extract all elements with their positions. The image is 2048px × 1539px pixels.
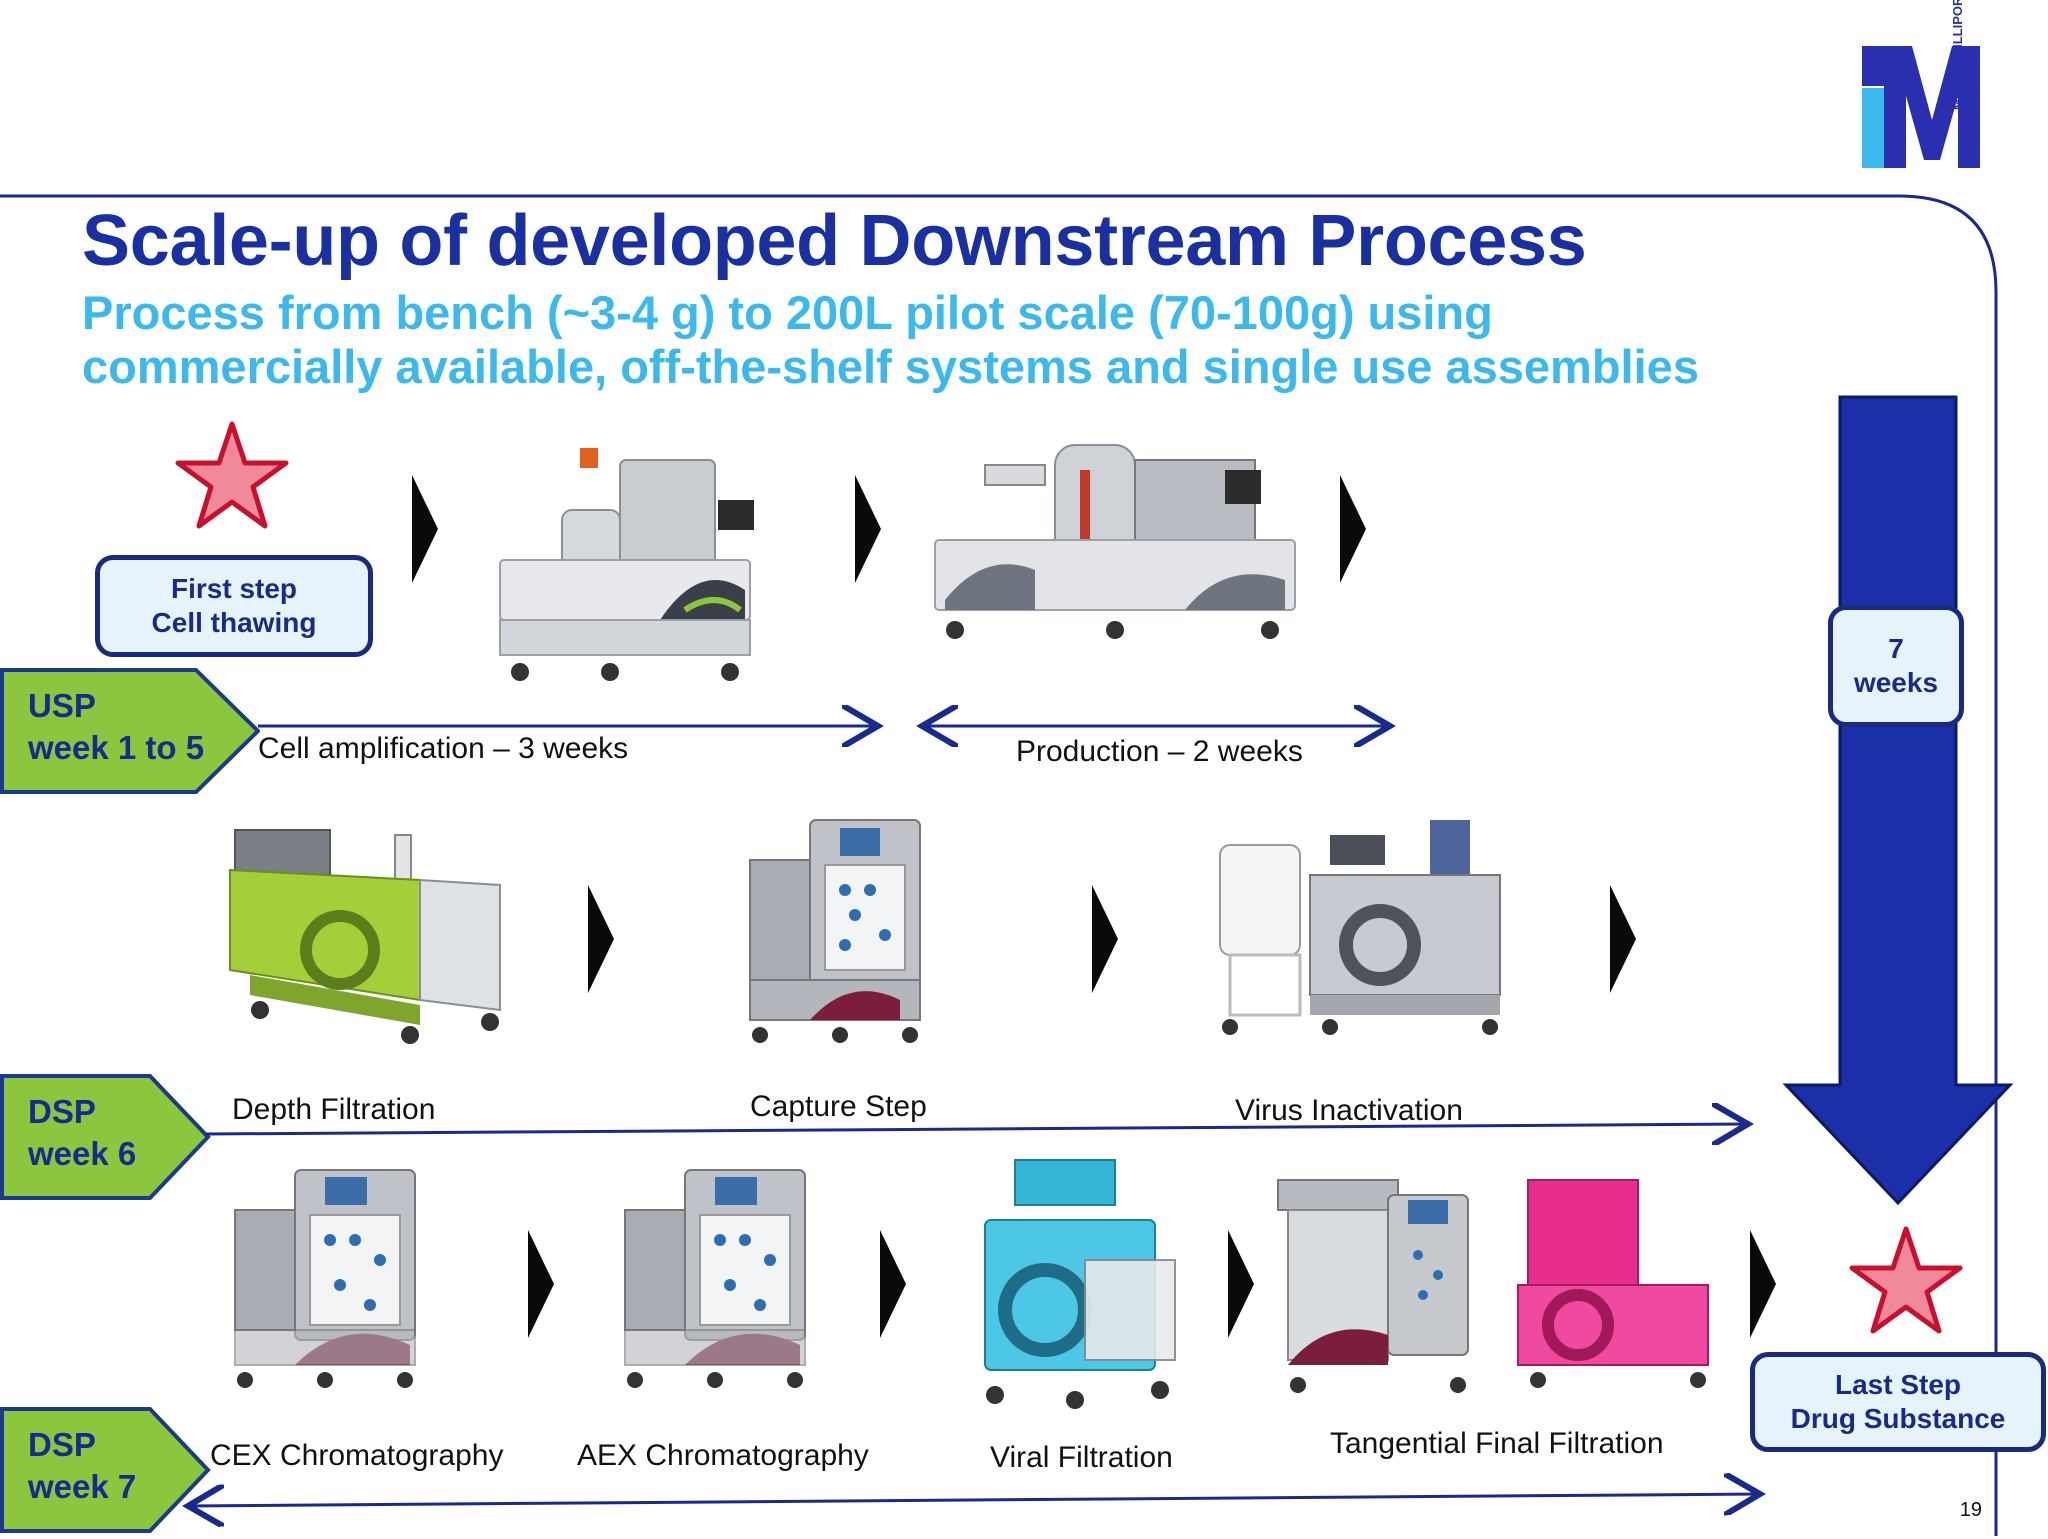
usp-weeks: week 1 to 5 <box>28 729 205 766</box>
page-title: Scale-up of developed Downstream Process <box>82 201 1587 281</box>
usp-label: USP <box>28 687 96 724</box>
cell-amplification-label: Cell amplification – 3 weeks <box>258 732 629 765</box>
flow-arrow-icon <box>588 885 614 993</box>
flow-arrow-icon <box>1750 1230 1776 1338</box>
dsp6-weeks: week 6 <box>28 1135 137 1172</box>
flow-arrow-icon <box>855 475 881 583</box>
merck-millipore-logo <box>1860 40 1990 180</box>
flow-arrow-icon <box>1092 885 1118 993</box>
viral-filtration-system-image <box>984 1159 1176 1409</box>
usp-phase-chevron: USP week 1 to 5 <box>0 667 261 795</box>
last-step-line-2: Drug Substance <box>1790 1403 2006 1434</box>
first-step-callout: First step Cell thawing <box>95 555 373 657</box>
capture-step-label: Capture Step <box>750 1090 927 1123</box>
aex-label: AEX Chromatography <box>577 1439 869 1472</box>
flow-arrow-icon <box>1340 475 1366 583</box>
aex-chromatography-system-image <box>624 1169 806 1388</box>
duration-unit: weeks <box>1853 667 1939 698</box>
subtitle-line-2: commercially available, off-the-shelf sy… <box>82 340 1699 393</box>
subtitle-line-1: Process from bench (~3-4 g) to 200L pilo… <box>82 286 1493 339</box>
dsp6-arrow <box>205 1124 1748 1134</box>
flow-arrow-icon <box>412 475 438 583</box>
first-step-line-2: Cell thawing <box>151 607 317 638</box>
first-step-line-1: First step <box>170 573 298 604</box>
last-step-star-icon <box>1849 1226 1963 1334</box>
last-step-line-1: Last Step <box>1834 1369 1962 1400</box>
flow-arrow-icon <box>880 1230 906 1338</box>
virus-inactivation-system-image <box>1219 820 1501 1035</box>
dsp-week7-chevron: DSP week 7 <box>0 1406 260 1534</box>
depth-filtration-label: Depth Filtration <box>232 1093 436 1126</box>
cex-label: CEX Chromatography <box>210 1439 504 1472</box>
timeline-down-arrow <box>1782 395 2014 1206</box>
last-step-callout: Last Step Drug Substance <box>1750 1352 2046 1452</box>
production-bioreactor-image <box>934 444 1296 639</box>
first-step-star-icon <box>175 421 289 529</box>
tangential-flow-filtration-systems-image <box>1277 1179 1709 1393</box>
viral-filtration-label: Viral Filtration <box>990 1441 1173 1474</box>
production-label: Production – 2 weeks <box>1016 735 1303 768</box>
dsp-week6-chevron: DSP week 6 <box>0 1073 260 1201</box>
dsp7-arrow <box>188 1494 1760 1506</box>
page-number: 19 <box>1959 1499 1982 1521</box>
depth-filtration-system-image <box>229 829 501 1044</box>
flow-arrow-icon <box>528 1230 554 1338</box>
flow-arrow-icon <box>1610 885 1636 993</box>
dsp6-label: DSP <box>28 1093 96 1130</box>
duration-badge: 7 weeks <box>1828 605 1964 727</box>
dsp7-label: DSP <box>28 1426 96 1463</box>
cex-chromatography-system-image <box>234 1169 416 1388</box>
virus-inactivation-label: Virus Inactivation <box>1235 1094 1463 1127</box>
cell-amplification-bioreactor-image <box>499 448 754 681</box>
dsp7-weeks: week 7 <box>28 1468 137 1505</box>
capture-step-system-image <box>749 819 921 1043</box>
page-subtitle: Process from bench (~3-4 g) to 200L pilo… <box>82 286 1699 394</box>
duration-value: 7 <box>1888 633 1904 664</box>
tff-label: Tangential Final Filtration <box>1330 1427 1664 1460</box>
flow-arrow-icon <box>1228 1230 1254 1338</box>
